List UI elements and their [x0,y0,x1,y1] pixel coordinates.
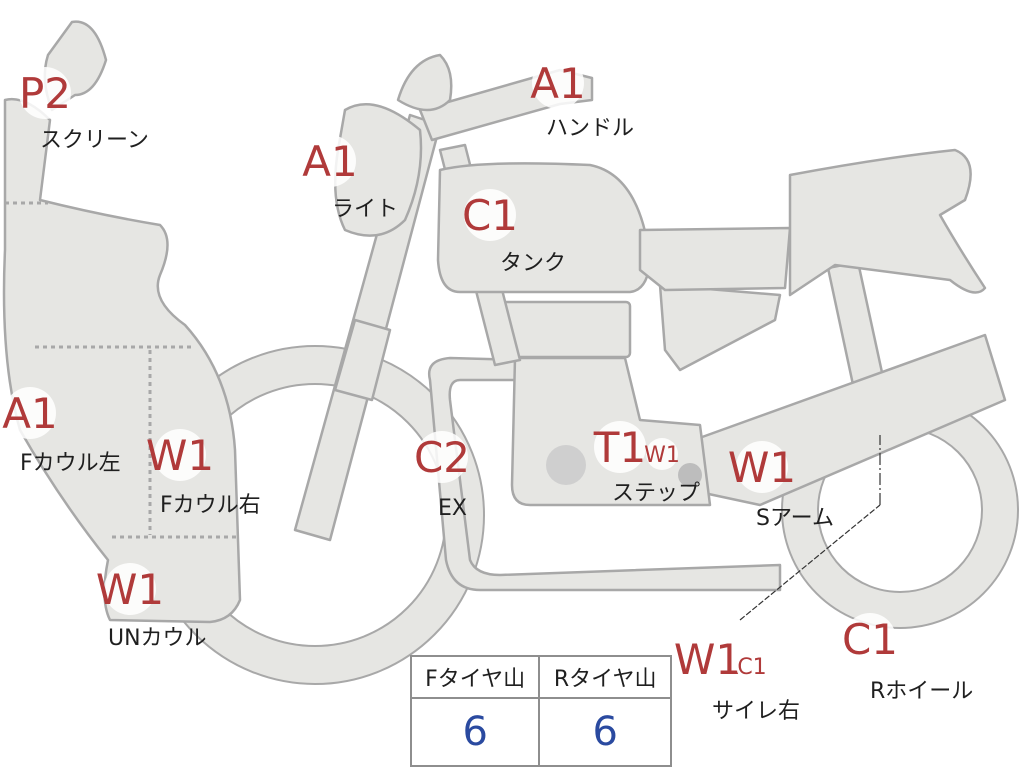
sub-condition-grade: W1 [644,443,680,468]
tire-tread-table: Fタイヤ山 Rタイヤ山 6 6 [409,655,672,767]
part-label: ステップ [612,481,700,506]
part-label: Rホイール [870,679,973,704]
condition-grade: A1 [530,59,585,108]
condition-grade: A1 [2,389,57,438]
front-fairing [2,97,242,624]
part-label: Fカウル右 [160,493,261,518]
part-label: スクリーン [40,128,149,153]
exhaust-pipe [427,356,782,592]
part-callout: C1 タンク [462,189,566,276]
front-tire-header: Fタイヤ山 [409,655,541,699]
part-label: EX [438,496,467,521]
side-cover [658,283,782,372]
sub-condition-grade: C1 [737,655,766,680]
silencer-leader-line [739,504,881,621]
rear-tire-value: 6 [538,697,672,767]
condition-grade: P2 [19,69,71,118]
part-label: ハンドル [546,116,634,141]
front-tire-value: 6 [409,697,541,767]
condition-grade: W1 [96,565,164,614]
condition-grade: C2 [414,433,470,482]
condition-grade: C1 [842,615,898,664]
part-label: Sアーム [756,506,834,531]
part-callout: A1 ライト [302,135,398,222]
tail-cowl [788,148,987,297]
part-label: UNカウル [108,626,207,651]
condition-grade: A1 [302,137,357,186]
part-label: タンク [500,251,566,276]
part-label: Fカウル左 [20,451,121,476]
part-callout: A1 ハンドル [530,57,634,141]
part-label: サイレ右 [712,699,800,724]
part-callout: P2 スクリーン [19,67,149,153]
headlight [334,102,423,237]
engine-cylinder [498,300,632,359]
rear-seat [638,226,792,292]
condition-grade: W1 [146,431,214,480]
part-label: ライト [332,197,398,222]
condition-grade: W1 [674,635,742,684]
condition-grade: W1 [728,443,796,492]
condition-grade: C1 [462,191,518,240]
rear-tire-header: Rタイヤ山 [538,655,672,699]
condition-grade: T1 [593,423,646,472]
